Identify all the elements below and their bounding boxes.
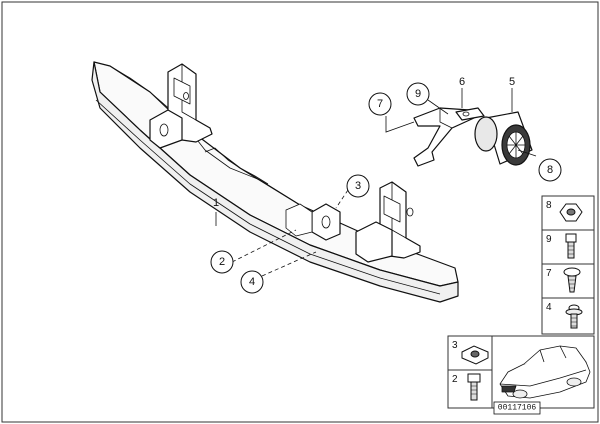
callout-4: 4 [240,270,264,294]
nut-icon [559,203,583,222]
bolt-icon [565,233,577,259]
bumper-carrier [91,61,459,303]
washer-screw-icon [565,304,583,329]
callout-6: 6 [459,76,465,88]
hardware-label-1: 8 [546,200,552,211]
bolt-icon-small [467,373,481,401]
callout-3: 3 [346,174,370,198]
impact-absorber [474,111,533,166]
bottom-panel: 3 2 00117106 [447,335,595,415]
callout-1-label: 1 [213,197,219,209]
bottom-label-1: 3 [452,340,458,351]
callout-1: 1 [213,197,219,209]
callout-4-label: 4 [249,276,255,288]
callout-6-label: 6 [459,76,465,88]
drawing-number-box [493,401,541,415]
car-thumbnail-icon [499,345,591,399]
mounting-bracket [413,107,485,167]
drawing-number: 00117106 [498,404,537,413]
callout-8: 8 [538,158,562,182]
callout-7-label: 7 [377,98,383,110]
callout-5: 5 [509,76,515,88]
callout-3-label: 3 [355,180,361,192]
hardware-label-2: 9 [546,234,552,245]
clip-nut-icon [461,345,489,365]
hardware-label-4: 4 [546,302,552,313]
callout-2: 2 [210,250,234,274]
bottom-label-2: 2 [452,374,458,385]
callout-9: 9 [406,82,430,106]
leader-lines [215,88,537,277]
callout-8-label: 8 [547,164,553,176]
callout-9-label: 9 [415,88,421,100]
hardware-panel: 8 9 7 4 [541,195,595,335]
screw-icon [563,267,581,293]
callout-7: 7 [368,92,392,116]
callout-2-label: 2 [219,256,225,268]
callout-5-label: 5 [509,76,515,88]
hardware-label-3: 7 [546,268,552,279]
